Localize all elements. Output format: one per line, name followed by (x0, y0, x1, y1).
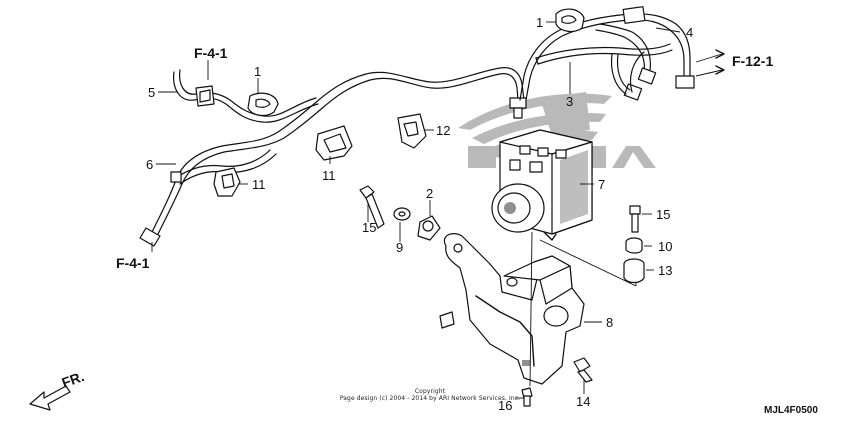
part-label-11-left[interactable]: 11 (252, 177, 266, 192)
modulator-bracket-8 (439, 233, 585, 385)
part-label-4[interactable]: 4 (686, 25, 693, 40)
bolt-14 (573, 357, 593, 383)
pipe-clip-11-center (315, 125, 353, 161)
part-label-7[interactable]: 7 (598, 177, 605, 192)
clamp-1-left (247, 92, 279, 117)
copyright-notice: Copyright Page design (c) 2004 - 2014 by… (320, 388, 540, 402)
part-label-13[interactable]: 13 (658, 263, 672, 278)
part-label-3[interactable]: 3 (566, 94, 573, 109)
part-label-6[interactable]: 6 (146, 157, 153, 172)
diagram-code: MJL4F0500 (764, 405, 818, 416)
part-label-15-left[interactable]: 15 (362, 220, 376, 235)
bolt-16 (521, 387, 533, 407)
part-label-12[interactable]: 12 (436, 123, 450, 138)
part-label-5[interactable]: 5 (148, 85, 155, 100)
bolt-15-left (359, 185, 385, 229)
brake-pipe-4 (519, 6, 695, 101)
collar-10 (625, 237, 643, 254)
bolt-15-right (629, 205, 641, 233)
pipe-clip-12 (397, 113, 427, 149)
ref-f121[interactable]: F-12-1 (732, 53, 773, 69)
brake-pipe-3 (535, 43, 673, 95)
part-label-1-left[interactable]: 1 (254, 64, 261, 79)
part-label-9[interactable]: 9 (396, 240, 403, 255)
part-label-1-top[interactable]: 1 (536, 15, 543, 30)
ref-f41-top[interactable]: F-4-1 (194, 45, 228, 61)
part-label-16[interactable]: 16 (498, 398, 512, 413)
pipe-clip-11-left (213, 167, 241, 197)
part-label-8[interactable]: 8 (606, 315, 613, 330)
abs-modulator-7 (491, 129, 593, 241)
clamp-1-top (555, 8, 585, 33)
part-label-2[interactable]: 2 (426, 186, 433, 201)
copyright-line: Page design (c) 2004 - 2014 by ARI Netwo… (339, 395, 521, 402)
leader-lines (151, 21, 725, 399)
brake-pipe-5 (173, 69, 319, 123)
rubber-mount-13 (623, 258, 645, 284)
washer-9 (393, 207, 411, 221)
front-label: FR. (60, 368, 87, 391)
front-direction-arrow-icon (29, 385, 71, 411)
part-label-15-right[interactable]: 15 (656, 207, 670, 222)
grommet-2 (417, 215, 441, 241)
copyright-title: Copyright (414, 388, 446, 395)
ref-f41-bottom[interactable]: F-4-1 (116, 255, 150, 271)
part-label-11-center[interactable]: 11 (322, 168, 336, 183)
part-label-10[interactable]: 10 (658, 239, 672, 254)
part-label-14[interactable]: 14 (576, 394, 590, 409)
